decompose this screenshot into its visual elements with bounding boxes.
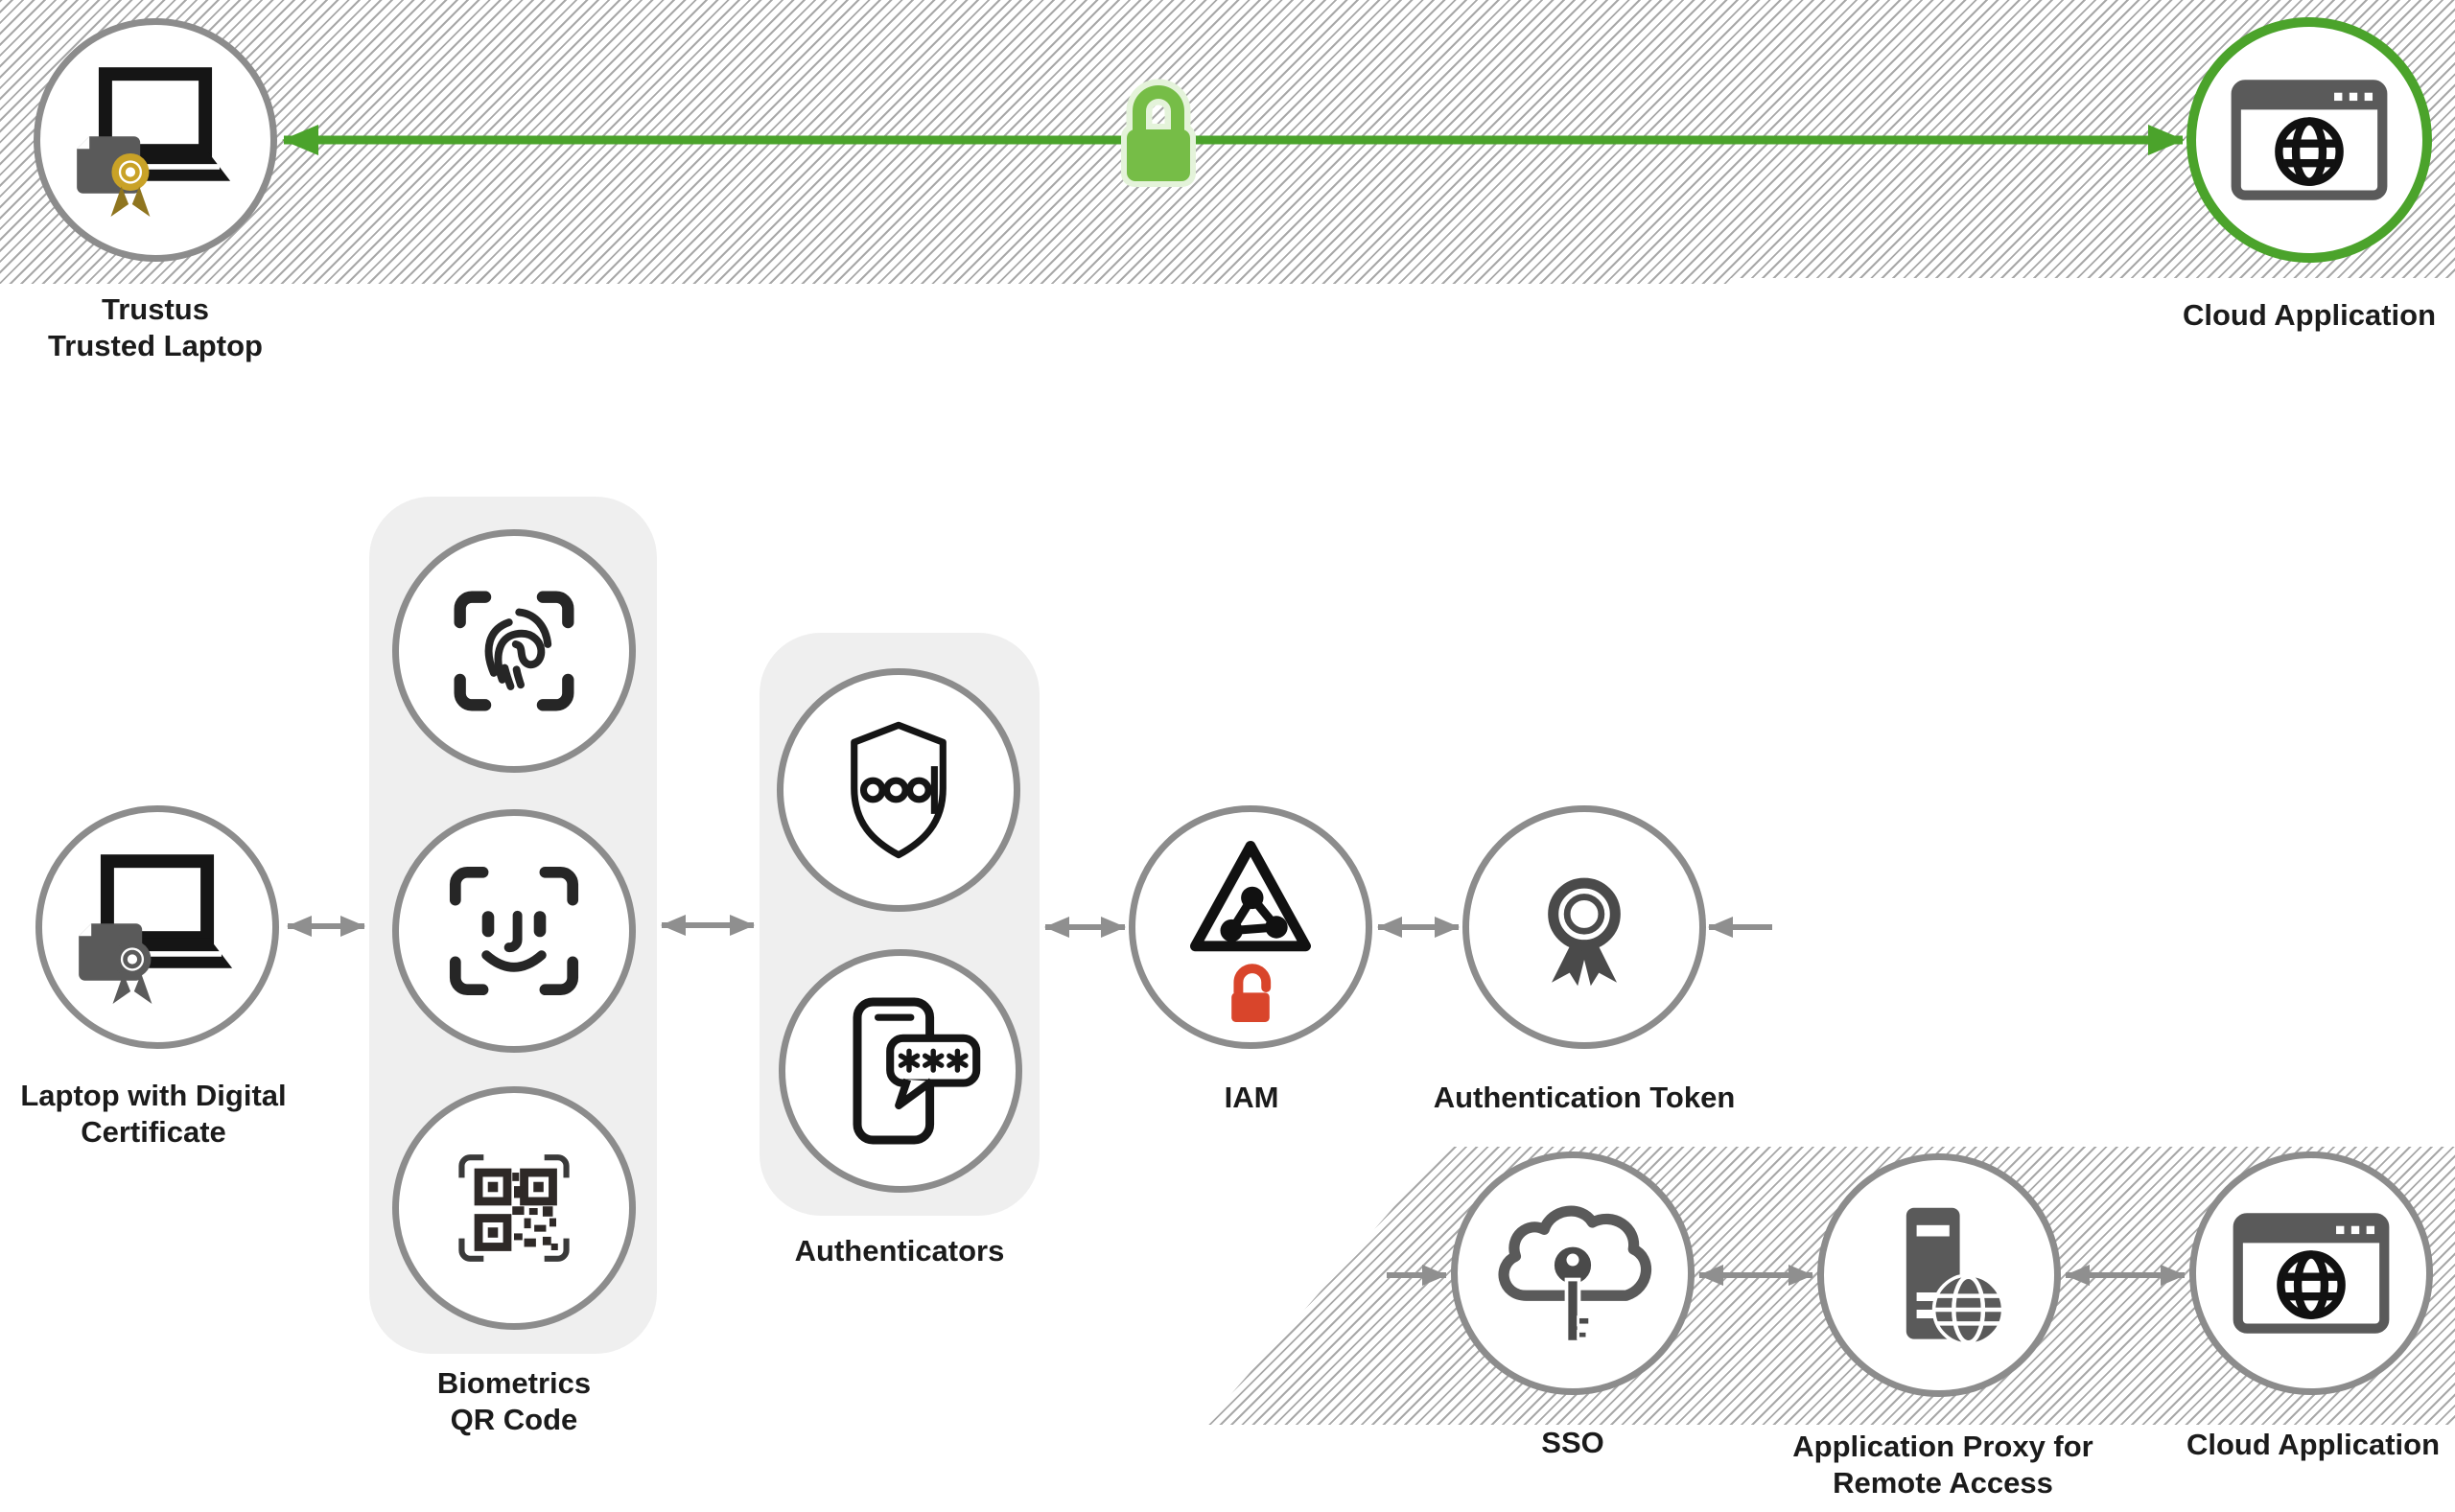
node-phone-otp: [779, 949, 1022, 1193]
award-ribbon-icon: [1548, 877, 1621, 987]
node-authentication-token: [1462, 805, 1706, 1049]
node-qr-code: [392, 1086, 636, 1330]
node-sso: [1451, 1151, 1695, 1395]
unlocked-padlock-icon: [1231, 964, 1272, 1022]
node-password-shield: [777, 668, 1020, 912]
node-trustus-laptop: [34, 18, 277, 262]
node-laptop-digital-certificate: [35, 805, 279, 1049]
laptop-certificate-gold-icon: [77, 67, 231, 217]
browser-globe-icon: [2231, 80, 2388, 200]
biometrics-label: Biometrics QR Code: [436, 1366, 592, 1436]
phone-otp-icon: [853, 997, 981, 1145]
sso-label: SSO: [1541, 1426, 1604, 1459]
iam-warning-network-icon: [1190, 841, 1311, 1022]
server-globe-icon: [1906, 1207, 2005, 1346]
cloud-application-top-label: Cloud Application: [2182, 298, 2437, 332]
authenticators-label: Authenticators: [794, 1234, 1005, 1268]
cloud-key-icon: [1498, 1205, 1652, 1344]
node-application-proxy: [1817, 1153, 2061, 1397]
laptop-certificate-icon: [79, 854, 233, 1004]
browser-globe-icon: [2233, 1213, 2390, 1334]
hatched-band-middle: [0, 0, 1972, 284]
qr-code-scan-icon: [458, 1154, 570, 1262]
cloud-application-bottom-label: Cloud Application: [2186, 1428, 2441, 1461]
authentication-token-label: Authentication Token: [1433, 1081, 1736, 1114]
trustus-label: Trustus Trusted Laptop: [48, 292, 263, 362]
face-id-icon: [449, 866, 579, 996]
fingerprint-scan-icon: [454, 591, 574, 711]
padlock-icon: [1121, 79, 1196, 187]
node-cloud-application-top: [2186, 17, 2432, 263]
iam-label: IAM: [1224, 1081, 1279, 1114]
node-cloud-application-bottom: [2189, 1151, 2433, 1395]
password-shield-icon: [851, 721, 947, 859]
node-fingerprint: [392, 529, 636, 773]
node-face-id: [392, 809, 636, 1053]
node-iam: [1129, 805, 1372, 1049]
laptop-digital-certificate-label: Laptop with Digital Certificate: [20, 1079, 287, 1149]
application-proxy-label: Application Proxy for Remote Access: [1792, 1430, 2093, 1500]
